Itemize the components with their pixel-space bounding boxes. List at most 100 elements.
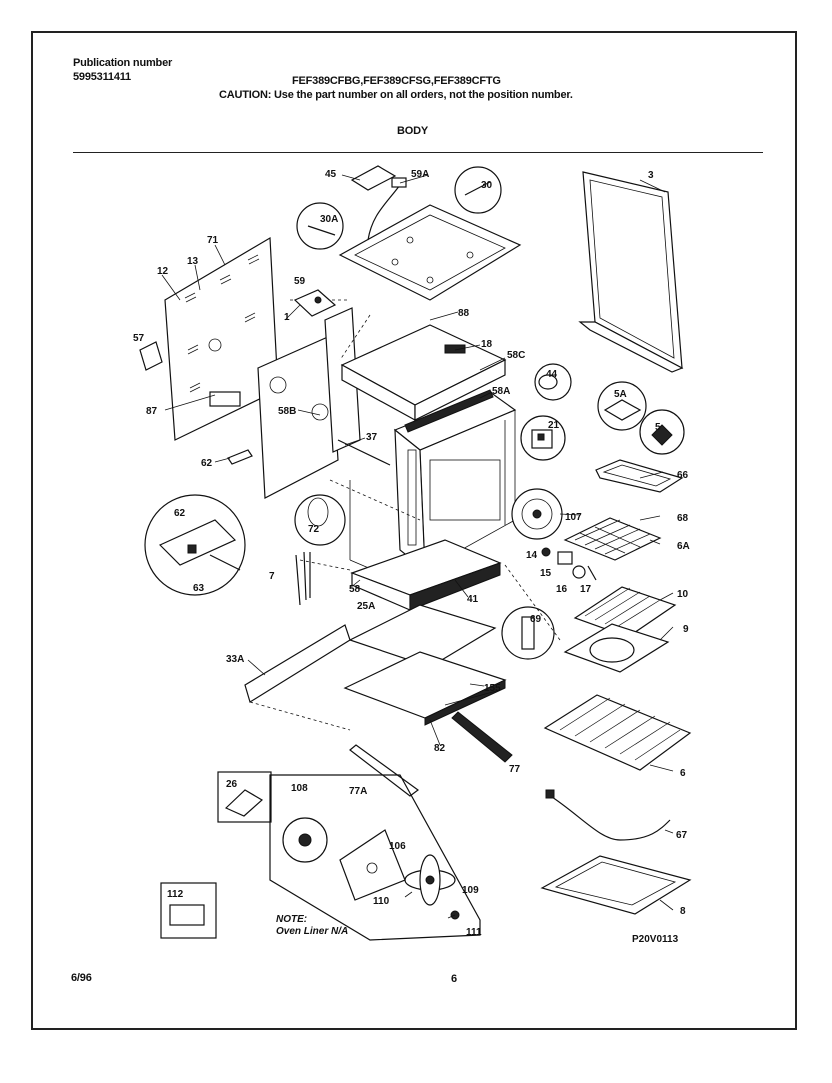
callout-17: 17	[580, 584, 592, 595]
circle-30a	[296, 202, 344, 250]
sensor-67	[545, 789, 671, 841]
dashed-guides	[249, 314, 561, 731]
header-rule	[73, 152, 763, 153]
rod-37	[337, 439, 391, 466]
callout-33a: 33A	[226, 654, 244, 665]
fan-cover-107	[511, 488, 563, 540]
callout-58b: 58B	[278, 406, 296, 417]
box-112	[160, 882, 217, 939]
callout-106: 106	[389, 841, 406, 852]
element-69	[501, 606, 555, 660]
drawer-panel-82	[343, 651, 507, 726]
callout-30: 30	[481, 180, 493, 191]
callout-59: 59	[294, 276, 306, 287]
convection-kit-box	[269, 774, 481, 941]
callout-66: 66	[677, 470, 689, 481]
panel-25a	[348, 604, 497, 668]
callout-58: 58	[349, 584, 361, 595]
callout-77a: 77A	[349, 786, 367, 797]
callout-8: 8	[680, 906, 686, 917]
callout-107: 107	[565, 512, 582, 523]
bracket-59	[293, 289, 337, 317]
callout-111: 111	[466, 927, 482, 938]
callout-87: 87	[146, 406, 158, 417]
block-21	[520, 415, 566, 461]
side-panel-71	[164, 236, 279, 441]
callout-110: 110	[373, 896, 390, 907]
bottom-tray-8	[540, 855, 692, 915]
note-label: NOTE:	[276, 914, 307, 925]
callout-10: 10	[677, 589, 689, 600]
callout-88: 88	[458, 308, 470, 319]
callout-62: 62	[174, 508, 186, 519]
label-57	[139, 341, 163, 371]
callout-44: 44	[546, 369, 558, 380]
bracket-77a	[349, 744, 420, 797]
callout-62-small: 62	[201, 458, 213, 469]
circle-72	[294, 494, 346, 546]
callout-58a: 58A	[492, 386, 510, 397]
knob-44	[534, 363, 572, 401]
leveler-5	[639, 409, 685, 455]
callout-16: 16	[556, 584, 568, 595]
callout-82: 82	[434, 743, 446, 754]
callout-15: 15	[540, 568, 552, 579]
callout-68: 68	[677, 513, 689, 524]
publication-label: Publication number	[73, 57, 173, 69]
callout-30a: 30A	[320, 214, 338, 225]
callout-37: 37	[366, 432, 378, 443]
callout-25a: 25A	[357, 601, 375, 612]
note-text: Oven Liner N/A	[276, 926, 348, 937]
callout-1: 1	[284, 312, 290, 323]
callout-63: 63	[193, 583, 205, 594]
callout-59a: 59A	[411, 169, 429, 180]
wires-7	[295, 551, 311, 606]
callout-57: 57	[133, 333, 145, 344]
rear-panel-3	[578, 171, 684, 373]
broil-pan-insert-10	[573, 586, 677, 638]
callout-67: 67	[676, 830, 688, 841]
callout-labels: 45 59A 30 30A 3 71 12 13 59 88 57 1 18 5…	[133, 169, 690, 938]
callout-9: 9	[683, 624, 689, 635]
publication-number: 5995311411	[73, 71, 131, 83]
callout-7: 7	[269, 571, 275, 582]
caution-text: CAUTION: Use the part number on all orde…	[219, 89, 573, 101]
strip-33a	[244, 624, 351, 703]
callout-6a: 6A	[677, 541, 690, 552]
page-border	[31, 31, 797, 1030]
box-26	[217, 771, 272, 823]
footer-page-number: 6	[451, 973, 457, 985]
cooktop-18	[340, 324, 507, 422]
fan-blade-109	[404, 854, 456, 906]
lamp-parts-14-17	[541, 547, 597, 581]
oven-cavity	[349, 391, 517, 591]
model-numbers: FEF389CFBG,FEF389CFSG,FEF389CFTG	[292, 75, 501, 87]
oven-rack-6	[543, 694, 692, 771]
callout-109: 109	[462, 885, 479, 896]
insulation-58a	[404, 389, 494, 433]
drawer-box-58	[350, 539, 502, 611]
callout-58c: 58C	[507, 350, 525, 361]
callout-72: 72	[308, 524, 320, 535]
callout-155: 155	[484, 683, 501, 694]
circle-30	[454, 166, 502, 214]
note-block: NOTE: Oven Liner N/A	[276, 914, 348, 937]
broiler-element-66	[595, 459, 684, 493]
callout-13: 13	[187, 256, 199, 267]
callout-3: 3	[648, 170, 654, 181]
burner-62-small	[227, 449, 253, 465]
callout-6: 6	[680, 768, 686, 779]
broil-pan-9	[563, 623, 670, 673]
callout-77: 77	[509, 764, 521, 775]
top-panel	[338, 204, 522, 301]
callout-5: 5	[655, 422, 661, 433]
callout-108: 108	[291, 783, 308, 794]
callout-69: 69	[530, 614, 542, 625]
leader-lines	[161, 174, 674, 919]
callout-45: 45	[325, 169, 337, 180]
callout-112: 112	[167, 889, 184, 900]
callout-26: 26	[226, 779, 238, 790]
diagram-code: P20V0113	[632, 934, 679, 945]
callout-21: 21	[548, 420, 560, 431]
